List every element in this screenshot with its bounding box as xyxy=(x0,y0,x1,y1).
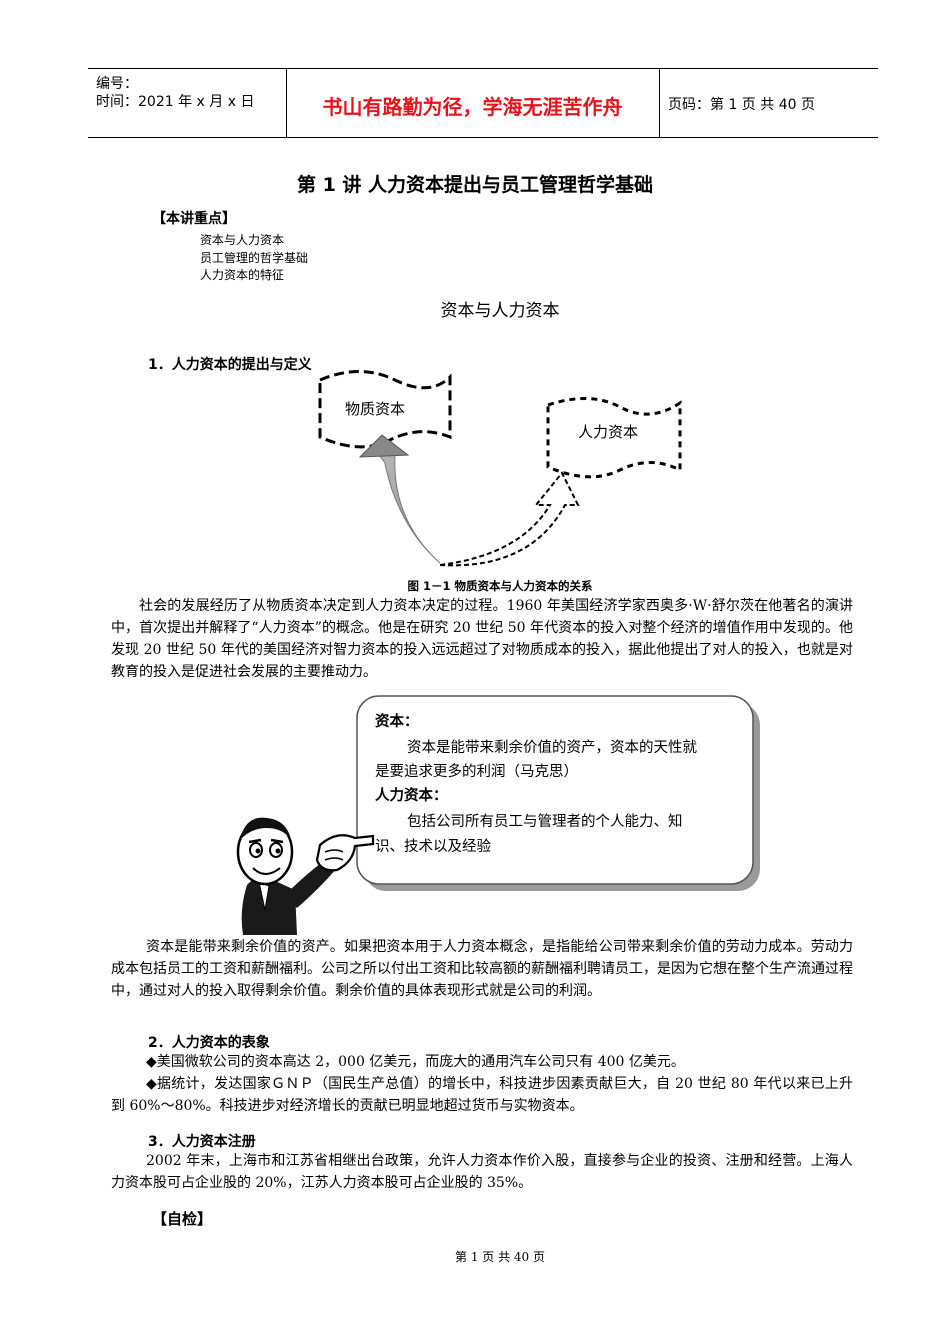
bullet-microsoft: ◆美国微软公司的资本高达 2，000 亿美元，而庞大的通用汽车公司只有 400 … xyxy=(146,1054,685,1070)
paragraph-capital-explanation: 资本是能带来剩余价值的资产。如果把资本用于人力资本概念，是指能给公司带来剩余价值… xyxy=(111,939,853,999)
subsection-heading-1: 1．人力资本的提出与定义 xyxy=(148,357,312,373)
key-point-item: 人力资本的特征 xyxy=(200,268,285,282)
date-label: 时间：2021 年 x 月 x 日 xyxy=(96,94,255,110)
section-heading: 资本与人力资本 xyxy=(440,301,560,321)
capital-term: 资本： xyxy=(375,714,419,730)
serial-number-label: 编号： xyxy=(96,76,138,92)
header-right-cell: 页码：第 1 页 共 40 页 xyxy=(660,69,878,137)
human-capital-flag xyxy=(546,396,682,479)
gray-arc-arrow xyxy=(370,443,441,564)
header-left-cell: 编号： 时间：2021 年 x 月 x 日 xyxy=(88,69,287,137)
gray-arrowhead xyxy=(358,434,410,458)
physical-capital-label: 物质资本 xyxy=(345,400,406,418)
definition-callout: 资本： 资本是能带来剩余价值的资产，资本的天性就 是要追求更多的利润（马克思） … xyxy=(355,694,765,896)
key-point-item: 员工管理的哲学基础 xyxy=(200,251,309,265)
bullet-gnp-statistics: ◆据统计，发达国家ＧＮＰ（国民生产总值）的增长中，科技进步因素贡献巨大，自 20… xyxy=(111,1076,853,1114)
paragraph-history: 社会的发展经历了从物质资本决定到人力资本决定的过程。1960 年美国经济学家西奥… xyxy=(111,598,853,680)
subsection-heading-2: 2．人力资本的表象 xyxy=(148,1035,270,1051)
dashed-arc-arrow xyxy=(439,471,580,567)
header-motto: 书山有路勤为径，学海无涯苦作舟 xyxy=(322,95,623,119)
pointing-man-illustration xyxy=(225,800,375,935)
subsection-heading-3: 3．人力资本注册 xyxy=(148,1134,256,1150)
capital-definition-line1: 资本是能带来剩余价值的资产，资本的天性就 xyxy=(407,740,697,756)
key-point-item: 资本与人力资本 xyxy=(200,233,285,247)
capital-relationship-diagram: 物质资本 人力资本 xyxy=(300,355,700,580)
lecture-title: 第 1 讲 人力资本提出与员工管理哲学基础 xyxy=(296,174,654,196)
human-capital-definition-line1: 包括公司所有员工与管理者的个人能力、知 xyxy=(407,814,683,830)
callout-frame xyxy=(356,695,760,891)
capital-definition-line2: 是要追求更多的利润（马克思） xyxy=(375,764,578,780)
figure-caption: 图 1－1 物质资本与人力资本的关系 xyxy=(407,579,593,593)
header-table: 编号： 时间：2021 年 x 月 x 日 书山有路勤为径，学海无涯苦作舟 页码… xyxy=(88,68,878,138)
page-number-label: 页码：第 1 页 共 40 页 xyxy=(668,97,815,113)
paragraph-registration: 2002 年末，上海市和江苏省相继出台政策，允许人力资本作价入股，直接参与企业的… xyxy=(111,1153,853,1191)
pointing-man-graphic xyxy=(236,817,375,935)
physical-capital-flag xyxy=(318,370,452,449)
self-check-heading: 【自检】 xyxy=(152,1210,213,1228)
human-capital-label: 人力资本 xyxy=(578,423,639,441)
key-points-heading: 【本讲重点】 xyxy=(152,211,236,227)
human-capital-definition-line2: 识、技术以及经验 xyxy=(375,839,491,855)
header-middle-cell: 书山有路勤为径，学海无涯苦作舟 xyxy=(286,69,660,137)
page-footer: 第 1 页 共 40 页 xyxy=(455,1250,545,1264)
human-capital-term: 人力资本： xyxy=(375,788,448,804)
diagram-graphic xyxy=(318,370,682,567)
